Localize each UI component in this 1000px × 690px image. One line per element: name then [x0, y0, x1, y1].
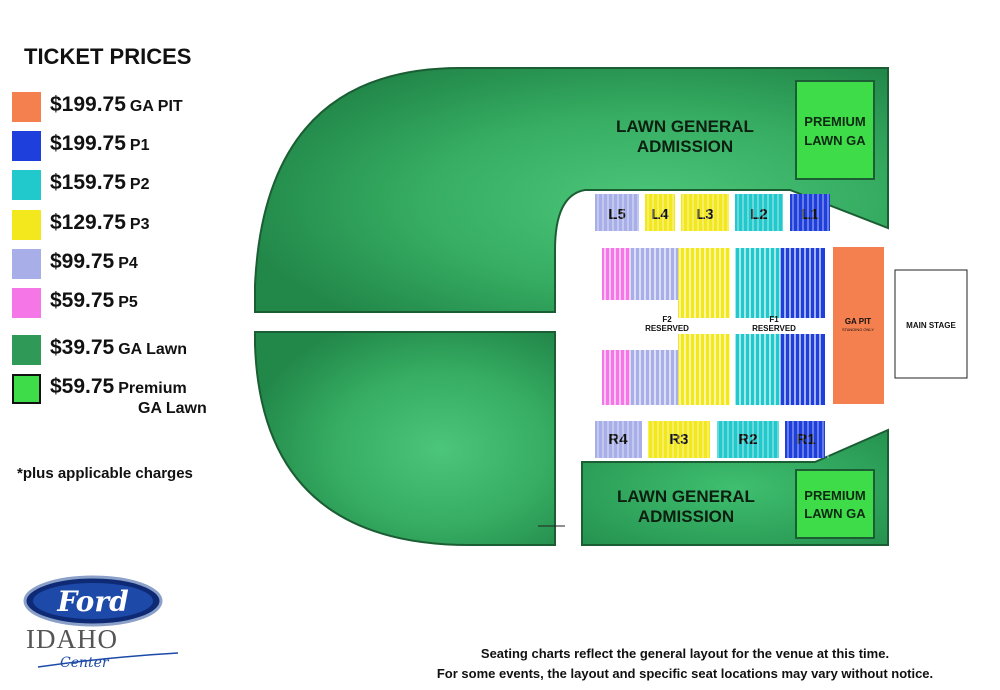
- main-stage: MAIN STAGE: [894, 269, 968, 379]
- legend-swatch: [12, 249, 41, 279]
- legend-price: $159.75: [50, 171, 126, 194]
- legend-swatch: [12, 335, 41, 365]
- premium-lawn-top[interactable]: [795, 80, 875, 180]
- legend-swatch: [12, 210, 41, 240]
- section-label: R1: [796, 431, 815, 448]
- ga-pit[interactable]: GA PIT STANDING ONLY: [833, 247, 884, 404]
- legend-swatch: [12, 170, 41, 200]
- legend-tier: P1: [129, 137, 150, 154]
- section-l4[interactable]: L4: [645, 194, 675, 231]
- lawn-upper[interactable]: [254, 67, 889, 313]
- legend-price: $59.75: [50, 375, 115, 398]
- legend-price: $59.75: [50, 289, 115, 312]
- legend-tier: GA Lawn: [118, 341, 187, 358]
- legend-tier: P2: [129, 176, 150, 193]
- legend-title: TICKET PRICES: [24, 44, 192, 69]
- section-l1[interactable]: L1: [790, 194, 830, 231]
- legend-tier: GA PIT: [129, 98, 183, 115]
- legend-price: $129.75: [50, 211, 126, 234]
- disclaimer-line-1: Seating charts reflect the general layou…: [480, 646, 890, 661]
- legend-swatch: [12, 92, 41, 122]
- disclaimer-line-2: For some events, the layout and specific…: [436, 666, 934, 681]
- idaho-wordmark: IDAHO: [26, 624, 118, 654]
- premium-top-label-2: LAWN GA: [804, 133, 866, 148]
- legend-swatch: [12, 374, 41, 404]
- lawn-bottom-label-1: LAWN GENERAL: [617, 487, 755, 506]
- disclaimer: Seating charts reflect the general layou…: [380, 644, 990, 684]
- premium-lawn-bottom[interactable]: [795, 469, 875, 539]
- premium-bottom-label-2: LAWN GA: [804, 506, 866, 521]
- section-l2[interactable]: L2: [735, 194, 783, 231]
- legend-tier: P5: [118, 294, 138, 311]
- f2-label-2: RESERVED: [645, 324, 689, 333]
- ga-pit-label: GA PIT: [845, 317, 871, 326]
- lawn-bottom-label-2: ADMISSION: [638, 507, 734, 526]
- premium-bottom-label-1: PREMIUM: [804, 488, 865, 503]
- ga-pit-sub-label: STANDING ONLY: [842, 327, 874, 332]
- legend-price: $39.75: [50, 336, 115, 359]
- section-label: R3: [669, 431, 688, 448]
- legend-tier-line2: GA Lawn: [138, 400, 207, 417]
- legend-swatch: [12, 288, 41, 318]
- floor-seating[interactable]: [597, 194, 829, 458]
- section-r1[interactable]: R1: [785, 421, 825, 458]
- ford-idaho-center-logo: Ford IDAHO Center: [23, 575, 179, 671]
- charges-note: *plus applicable charges: [17, 465, 193, 482]
- premium-top-label-1: PREMIUM: [804, 114, 865, 129]
- legend-swatch: [12, 131, 41, 161]
- main-stage-label: MAIN STAGE: [906, 321, 956, 330]
- section-label: L1: [801, 206, 819, 223]
- legend-price: $199.75: [50, 132, 126, 155]
- section-l5[interactable]: L5: [595, 194, 639, 231]
- section-l3[interactable]: L3: [681, 194, 729, 231]
- f1-label-1: F1: [769, 315, 779, 324]
- legend-price: $199.75: [50, 93, 126, 116]
- section-label: L4: [651, 206, 669, 223]
- f2-label-1: F2: [662, 315, 672, 324]
- section-r3[interactable]: R3: [648, 421, 710, 458]
- legend-tier: P3: [129, 216, 150, 233]
- section-r4[interactable]: R4: [595, 421, 642, 458]
- lawn-top-label-1: LAWN GENERAL: [616, 117, 754, 136]
- section-label: L3: [696, 206, 714, 223]
- legend-tier: Premium: [118, 380, 187, 397]
- legend-tier: P4: [118, 255, 138, 272]
- f1-label-2: RESERVED: [752, 324, 796, 333]
- ford-wordmark: Ford: [56, 585, 128, 618]
- lawn-lower-left[interactable]: [254, 331, 556, 546]
- legend-price: $99.75: [50, 250, 115, 273]
- lawn-top-label-2: ADMISSION: [637, 137, 733, 156]
